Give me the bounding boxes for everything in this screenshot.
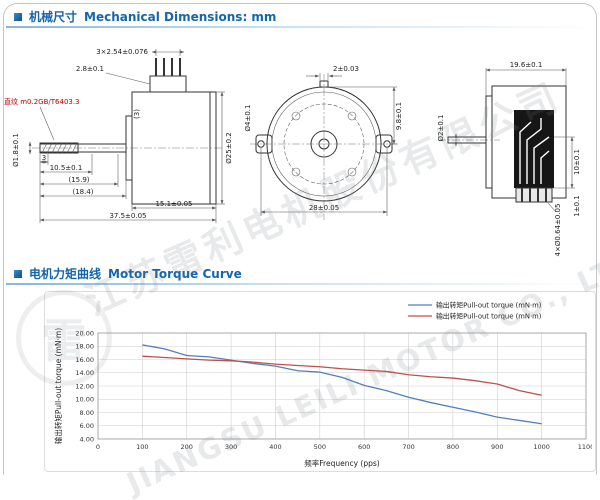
legend-label-1: 输出转矩Pull-out torque (mN·m) (436, 311, 542, 320)
torque-section-header: 电机力矩曲线 Motor Torque Curve (14, 265, 242, 282)
y-tick-label: 4.00 (80, 435, 94, 443)
section-bullet-icon (14, 269, 22, 278)
dim-label: Ø2±0.1 (437, 115, 445, 142)
x-tick-label: 800 (447, 443, 459, 451)
x-tick-label: 600 (358, 443, 370, 451)
dim-label: 10.5±0.1 (50, 164, 83, 172)
x-tick-label: 300 (225, 443, 237, 451)
dim-label: 1±0.1 (573, 195, 581, 216)
y-tick-label: 12.00 (75, 382, 94, 390)
x-tick-label: 1100 (578, 443, 592, 451)
drawing-back-view: 19.6±0.1 Ø2±0.1 10±0.1 1±0.1 4×Ø0.64±0.0… (437, 61, 581, 256)
dim-label: 2.8±0.1 (76, 65, 104, 73)
dim-label: 3 (42, 154, 46, 162)
dim-label: 2±0.03 (333, 65, 359, 73)
dim-label: (18.4) (72, 188, 93, 196)
legend-label-0: 输出转矩Pull-out torque (mN·m) (436, 300, 542, 309)
dim-label: Ø1.8±0.1 (12, 133, 20, 167)
plot-border (97, 332, 587, 440)
knurl-note: 直纹 m0.2GB/T6403.3 (4, 97, 80, 106)
y-tick-label: 10.00 (75, 396, 94, 404)
header-divider (6, 283, 594, 285)
x-tick-label: 400 (269, 443, 281, 451)
dim-label: 15.1±0.05 (155, 200, 192, 208)
x-tick-label: 0 (96, 443, 100, 451)
y-tick-label: 16.00 (75, 356, 94, 364)
fpc-traces (519, 118, 550, 184)
y-tick-label: 14.00 (75, 369, 94, 377)
mechanical-drawings: 3×2.54±0.076 2.8±0.1 直纹 m0.2GB/T6403.3 Ø… (4, 48, 581, 256)
x-axis-label: 频率Frequency (pps) (304, 458, 379, 468)
mechanical-title-en: Mechanical Dimensions: mm (84, 9, 277, 24)
fpc-connector (515, 187, 553, 203)
y-tick-label: 8.00 (80, 409, 94, 417)
x-tick-label: 1000 (533, 443, 550, 451)
x-tick-label: 900 (491, 443, 503, 451)
torque-title-en: Motor Torque Curve (108, 266, 242, 281)
dim-label: 28±0.05 (309, 204, 339, 212)
y-tick-label: 20.00 (75, 329, 94, 337)
dim-label: Ø4±0.1 (244, 105, 252, 132)
datasheet-page: 机械尺寸 Mechanical Dimensions: mm (3, 3, 600, 500)
y-axis-label: 输出转矩Pull-out torque (mN·m) (53, 328, 63, 444)
mechanical-section-header: 机械尺寸 Mechanical Dimensions: mm (14, 8, 276, 25)
y-tick-label: 18.00 (75, 343, 94, 351)
series-line-0 (142, 344, 542, 425)
torque-title-cn: 电机力矩曲线 (29, 267, 102, 281)
dim-label: 3×2.54±0.076 (96, 48, 148, 56)
header-divider (6, 26, 594, 28)
dim-label: Ø25±0.2 (225, 132, 233, 163)
terminal-pins (155, 58, 181, 76)
dim-label: (3) (133, 109, 141, 119)
x-tick-label: 100 (136, 443, 148, 451)
dim-label: 4×Ø0.64±0.05 (554, 204, 562, 257)
x-tick-label: 700 (402, 443, 414, 451)
connector-pins (521, 188, 547, 202)
x-tick-label: 500 (314, 443, 326, 451)
series-line-1 (142, 355, 542, 396)
y-tick-label: 6.00 (80, 422, 94, 430)
dim-label: 10±0.1 (573, 149, 581, 175)
dim-label: 9.8±0.1 (395, 102, 403, 130)
mechanical-title-cn: 机械尺寸 (29, 10, 78, 24)
torque-chart: 4.00 6.00 8.00 10.00 12.00 14.00 16.00 18.00 20.… (53, 300, 592, 468)
x-tick-label: 200 (181, 443, 193, 451)
drawing-side-view: 3×2.54±0.076 2.8±0.1 直纹 m0.2GB/T6403.3 Ø… (4, 48, 233, 223)
dim-label: 37.5±0.05 (109, 212, 146, 220)
knurl-hatch (41, 142, 78, 154)
drawing-front-view: 2±0.03 9.8±0.1 Ø4±0.1 28±0.05 (244, 65, 403, 220)
dim-label: 19.6±0.1 (510, 61, 543, 69)
section-bullet-icon (14, 12, 22, 21)
dim-label: (15.9) (68, 176, 89, 184)
